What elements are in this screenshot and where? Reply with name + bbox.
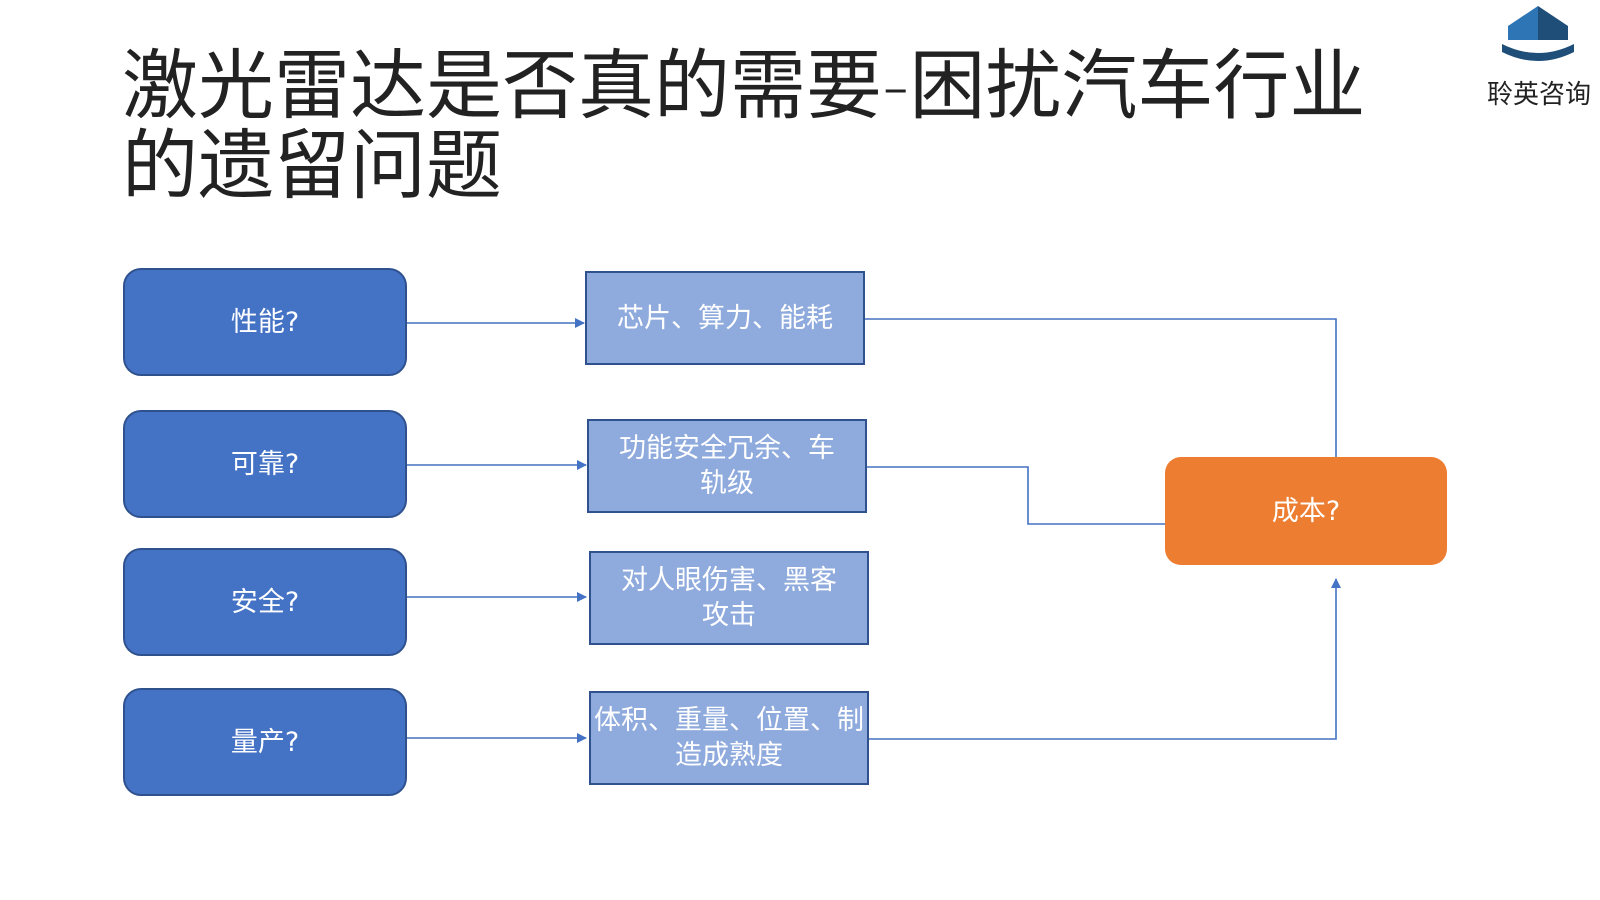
detail-label: 功能安全冗余、车轨级 xyxy=(619,433,835,499)
question-box-mass-production: 量产? xyxy=(123,688,407,796)
question-label: 可靠? xyxy=(230,448,300,480)
cost-box: 成本? xyxy=(1165,457,1447,565)
question-box-performance: 性能? xyxy=(123,268,407,376)
detail-box-size: 体积、重量、位置、制造成熟度 xyxy=(589,691,869,785)
logo-text: 聆英咨询 xyxy=(1486,80,1591,110)
arrow-chip-to-cost xyxy=(865,318,1341,467)
cost-label: 成本? xyxy=(1271,495,1341,527)
page-title: 激光雷达是否真的需要-困扰汽车行业的遗留问题 xyxy=(122,41,1366,210)
question-label: 量产? xyxy=(230,726,300,758)
detail-label: 体积、重量、位置、制造成熟度 xyxy=(594,705,864,771)
house-roof-icon xyxy=(1502,6,1574,61)
detail-box-safety: 功能安全冗余、车轨级 xyxy=(587,419,867,513)
question-label: 性能? xyxy=(230,306,300,338)
question-box-reliability: 可靠? xyxy=(123,410,407,518)
detail-label: 对人眼伤害、黑客攻击 xyxy=(621,565,837,631)
detail-box-chip: 芯片、算力、能耗 xyxy=(585,271,865,365)
arrow-size-to-cost xyxy=(869,578,1341,740)
detail-box-attack: 对人眼伤害、黑客攻击 xyxy=(589,551,869,645)
question-label: 安全? xyxy=(230,586,300,618)
detail-label: 芯片、算力、能耗 xyxy=(617,302,833,334)
arrow-safety-to-cost xyxy=(867,466,1177,529)
question-box-security: 安全? xyxy=(123,548,407,656)
